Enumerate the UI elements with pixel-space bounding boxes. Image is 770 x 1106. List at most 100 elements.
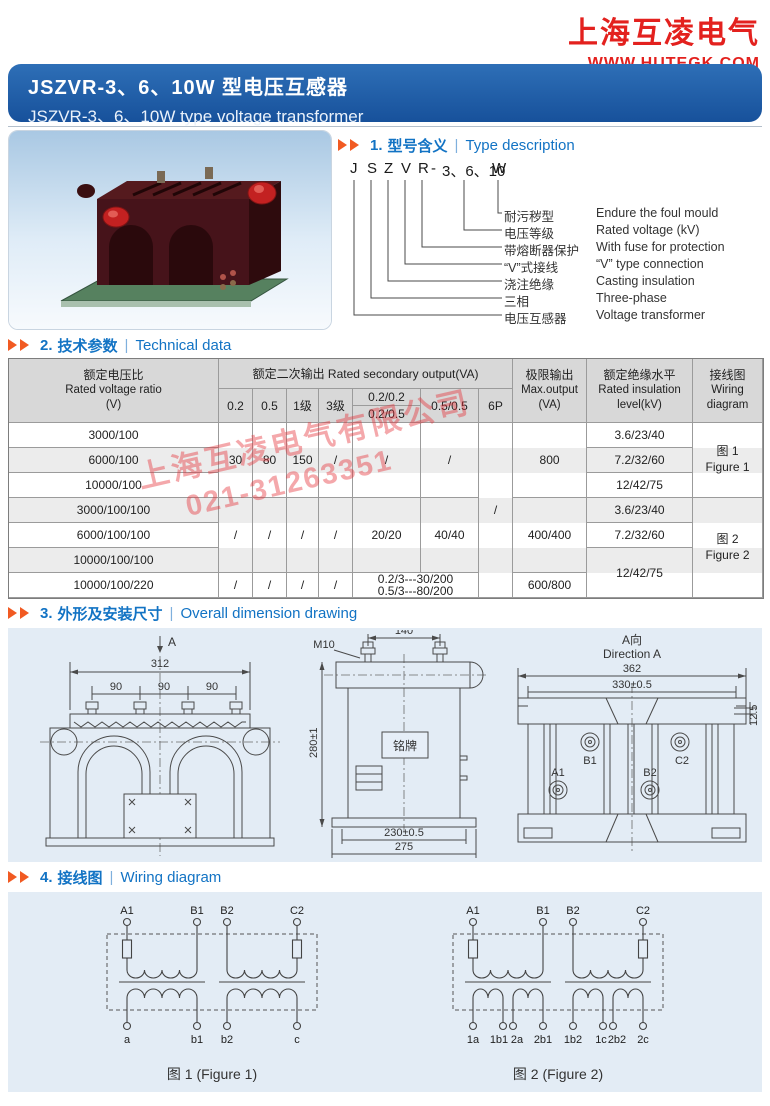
- section-title-en: Wiring diagram: [120, 868, 222, 886]
- separator: |: [454, 136, 459, 154]
- code-char: -: [431, 160, 436, 177]
- meaning-en: “V” type connection: [596, 257, 704, 271]
- cell-ratio: 6000/100: [9, 448, 219, 473]
- svg-text:2b1: 2b1: [534, 1034, 552, 1046]
- svg-text:b1: b1: [191, 1034, 203, 1046]
- svg-text:1a: 1a: [467, 1034, 480, 1046]
- meaning-en: Rated voltage (kV): [596, 223, 700, 237]
- svg-text:230±0.5: 230±0.5: [384, 827, 424, 839]
- arrow-icon: [350, 139, 359, 151]
- cell-out-3: /: [319, 423, 353, 498]
- arrow-icon: [8, 607, 17, 619]
- subcol-0.5-0.5: 0.5/0.5: [421, 389, 479, 423]
- cell-ratio: 10000/100/100: [9, 548, 219, 573]
- cell-out-0.2: /: [219, 498, 253, 573]
- table-row: 6000/100/100 7.2/32/60: [9, 523, 763, 548]
- technical-data-table: 额定电压比 Rated voltage ratio (V) 额定二次输出 Rat…: [8, 358, 765, 599]
- cell-insulation: 7.2/32/60: [587, 448, 694, 473]
- figure1-schematic: A1 B1 B2 C2: [106, 905, 318, 1046]
- cell-out-0.5: /: [253, 573, 287, 598]
- arrow-icon: [338, 139, 347, 151]
- meaning-cn: 浇注绝缘: [504, 278, 555, 292]
- cell-insulation: 12/42/75: [587, 473, 694, 498]
- cell-ratio: 6000/100/100: [9, 523, 219, 548]
- svg-text:12.5: 12.5: [748, 705, 758, 726]
- subcol-class1: 1级: [287, 389, 319, 423]
- cell-out-6p: /: [479, 423, 514, 598]
- separator: |: [124, 336, 129, 354]
- section-number: 3.: [40, 604, 53, 622]
- section-title-cn: 型号含义: [387, 137, 448, 155]
- section-number: 2.: [40, 336, 53, 354]
- meaning-cn: 带熔断器保护: [504, 244, 580, 258]
- svg-text:140: 140: [395, 630, 413, 637]
- cell-out-0.5: /: [253, 498, 287, 573]
- title-bar: JSZVR-3、6、10W 型电压互感器 JSZVR-3、6、10W type …: [8, 64, 762, 126]
- wiring-figure-2: A1 B1 B2 C2: [433, 904, 683, 1092]
- cell-out-0.5-0.5: /: [421, 423, 479, 498]
- svg-text:2b2: 2b2: [608, 1034, 626, 1046]
- front-view-drawing: A 312 90 90 90: [40, 635, 280, 856]
- cell-max: 400/400: [513, 498, 588, 573]
- cell-ratio: 10000/100/220: [9, 573, 219, 598]
- subcol-0.2: 0.2: [219, 389, 253, 423]
- svg-text:1c: 1c: [595, 1034, 607, 1046]
- code-char: W: [492, 160, 507, 177]
- svg-text:330±0.5: 330±0.5: [612, 679, 652, 691]
- cell-out-1: /: [287, 573, 319, 598]
- separator: |: [169, 604, 174, 622]
- type-code-lines: [353, 180, 502, 316]
- company-logo: 上海互凌电气: [568, 17, 760, 50]
- cell-insulation: 3.6/23/40: [587, 498, 694, 523]
- meaning-en: Three-phase: [596, 291, 667, 305]
- cell-out-pair: 20/20: [353, 498, 421, 573]
- section1-heading: 1. 型号含义 | Type description: [338, 134, 575, 156]
- svg-text:90: 90: [110, 681, 122, 693]
- cell-ratio: 3000/100/100: [9, 498, 219, 523]
- svg-text:Direction A: Direction A: [603, 647, 661, 661]
- code-char: V: [401, 160, 412, 177]
- code-char: 3、6、10: [442, 163, 506, 180]
- divider-line: [8, 126, 762, 127]
- col-header-wiring: 接线图 Wiring diagram: [693, 359, 764, 423]
- section-number: 1.: [370, 136, 383, 154]
- svg-text:B2: B2: [220, 905, 233, 917]
- svg-text:铭牌: 铭牌: [393, 738, 417, 753]
- cell-ratio: 3000/100: [9, 423, 219, 448]
- type-code-diagram: J S Z V R - 3、6、10 W 耐污秽型 Endure the fou…: [346, 158, 770, 330]
- svg-text:M10: M10: [313, 639, 334, 651]
- arrow-icon: [8, 339, 17, 351]
- svg-text:c: c: [294, 1034, 300, 1046]
- product-photo: [8, 130, 332, 330]
- subcol-pair: 0.2/0.2 0.2/0.5: [353, 389, 421, 423]
- figure2-caption: 图 2 (Figure 2): [512, 1066, 604, 1082]
- arrow-icon: [20, 607, 29, 619]
- direction-a-drawing: A向 Direction A 362 330±0.5: [517, 632, 758, 854]
- svg-text:C2: C2: [675, 755, 689, 767]
- cell-max: 600/800: [513, 573, 588, 598]
- cell-out-pair: /: [353, 423, 421, 498]
- table-row: 10000/100 12/42/75: [9, 473, 763, 498]
- svg-text:1b2: 1b2: [564, 1034, 582, 1046]
- svg-text:B1: B1: [536, 905, 549, 917]
- svg-text:A1: A1: [120, 905, 133, 917]
- meaning-en: Endure the foul mould: [596, 206, 719, 220]
- code-char: R: [418, 160, 429, 177]
- product-title-en: JSZVR-3、6、10W type voltage transformer: [28, 107, 364, 126]
- svg-text:B1: B1: [190, 905, 203, 917]
- cell-out-0.2: 30: [219, 423, 253, 498]
- table-row: 3000/100/100 / / / / 20/20 40/40 400/400…: [9, 498, 764, 598]
- cell-insulation: 7.2/32/60: [587, 523, 694, 548]
- meaning-en: With fuse for protection: [596, 240, 725, 254]
- section-title-en: Technical data: [135, 336, 232, 354]
- section-title-cn: 接线图: [57, 869, 103, 887]
- col-header-max-output: 极限输出 Max.output (VA): [513, 359, 588, 423]
- code-char: Z: [384, 160, 394, 177]
- separator: |: [109, 868, 114, 886]
- cell-insulation: 12/42/75: [587, 548, 694, 598]
- svg-text:312: 312: [151, 658, 169, 670]
